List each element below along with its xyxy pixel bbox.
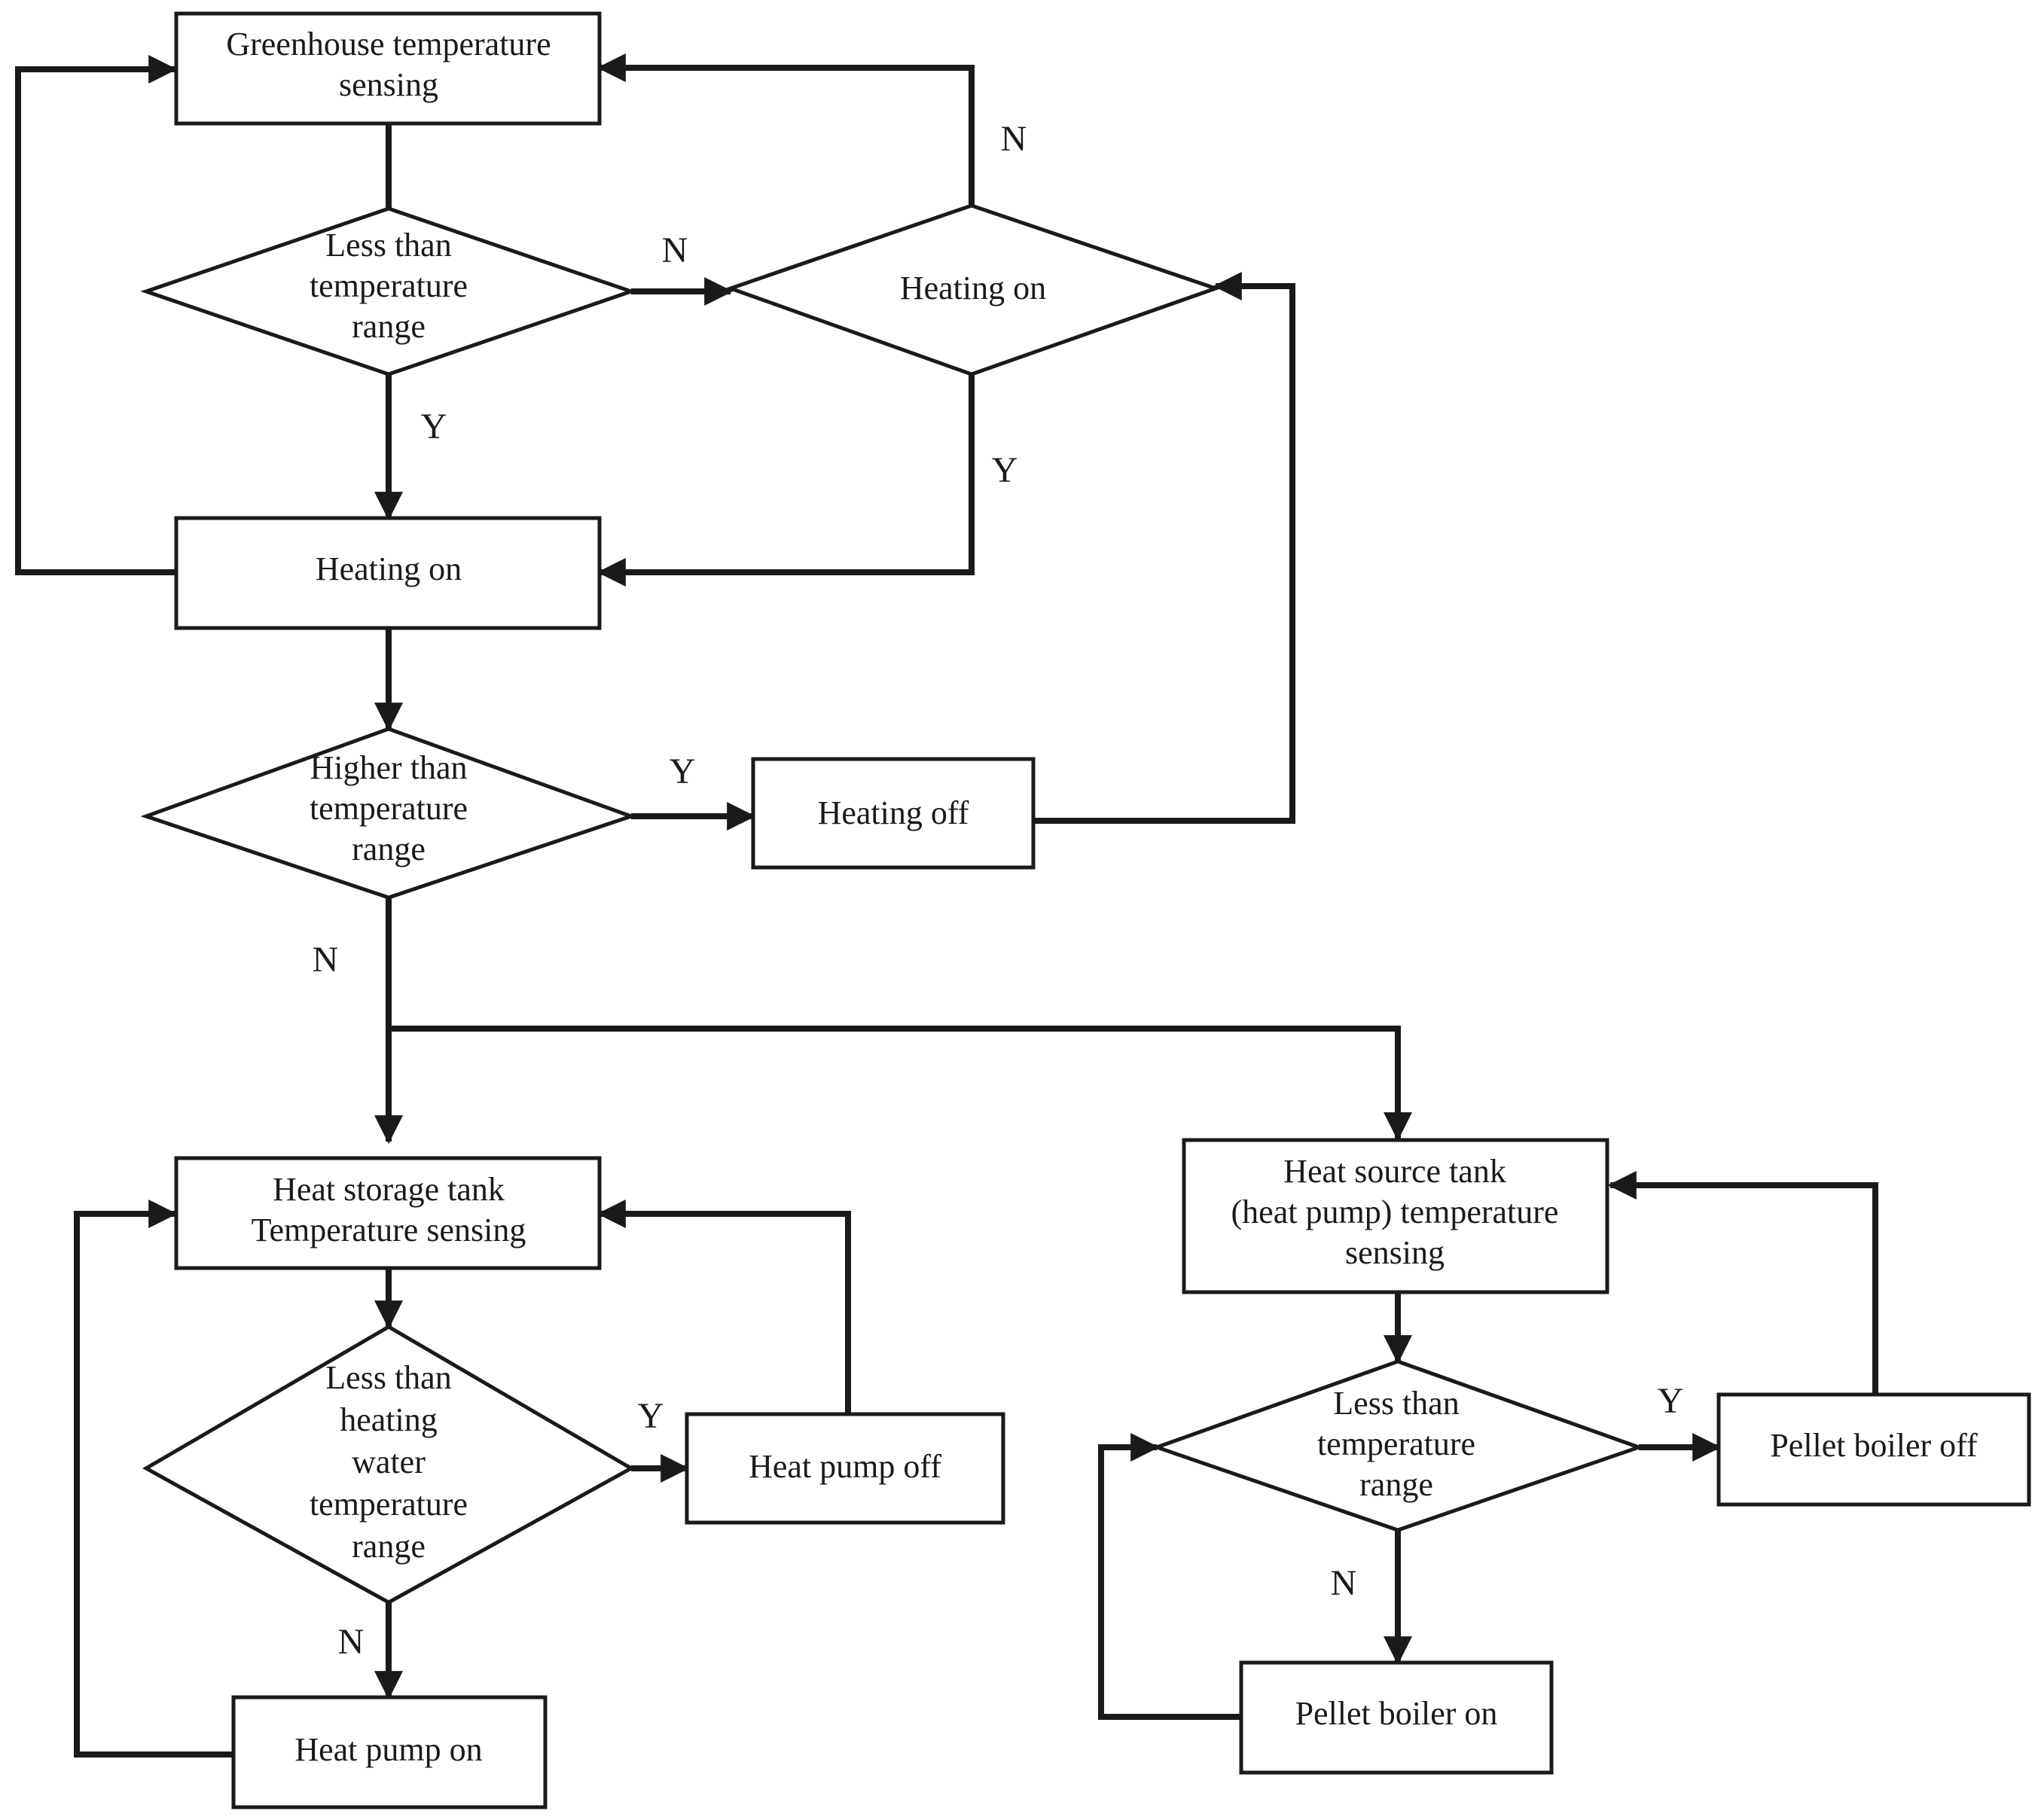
- connectors: [15, 53, 1878, 1758]
- edge-labels: N N Y Y Y N Y N Y N: [313, 119, 1684, 1662]
- diamond-less-than-heating-water: [142, 1325, 636, 1605]
- edge-heating-decision-no: [596, 53, 975, 206]
- edge-label-n-source: N: [1331, 1563, 1357, 1603]
- box-pellet-boiler-off: [1716, 1392, 2031, 1507]
- edge-branch-right: [389, 1026, 1412, 1142]
- box-heat-pump-on: [231, 1695, 548, 1809]
- edge-label-n-storage: N: [338, 1622, 365, 1662]
- edge-label-n-higher: N: [313, 940, 339, 980]
- label-heating-on-decision: Heating on: [900, 270, 1046, 306]
- label-pellet-boiler-off: Pellet boiler off: [1770, 1427, 1978, 1464]
- edge-pump-off-loop: [596, 1200, 851, 1414]
- box-greenhouse-sensing: [174, 11, 602, 126]
- diamond-less-than-range-1: [140, 206, 637, 376]
- diamond-less-than-range-2: [1151, 1359, 1645, 1532]
- edge-label-y-left: Y: [421, 407, 447, 447]
- edge-label-y-source: Y: [1658, 1381, 1684, 1421]
- diamond-heating-on: [725, 203, 1222, 376]
- edge-label-y-storage: Y: [638, 1396, 664, 1436]
- box-heating-off: [751, 757, 1036, 870]
- edge-heating-on-loop: [15, 55, 178, 575]
- box-heat-pump-off: [685, 1412, 1005, 1525]
- box-pellet-boiler-on: [1239, 1660, 1554, 1775]
- edge-boiler-on-loop: [1098, 1433, 1241, 1720]
- label-heating-on: Heating on: [316, 550, 462, 587]
- edge-label-n-mid: N: [662, 230, 688, 270]
- edge-pump-on-loop: [74, 1200, 233, 1758]
- edge-boiler-off-loop: [1607, 1171, 1878, 1395]
- box-heat-source-sensing: [1182, 1138, 1609, 1294]
- label-heating-off: Heating off: [818, 794, 969, 831]
- edge-label-y-right: Y: [992, 450, 1018, 490]
- label-heat-pump-off: Heat pump off: [749, 1448, 941, 1485]
- shapes: [140, 11, 2031, 1809]
- label-pellet-boiler-on: Pellet boiler on: [1295, 1695, 1498, 1732]
- diamond-higher-than-range: [140, 727, 637, 900]
- box-heating-on: [174, 516, 602, 630]
- box-heat-storage-sensing: [174, 1156, 602, 1270]
- edge-heating-off-loop: [1033, 272, 1295, 824]
- edge-label-y-higher: Y: [670, 751, 696, 791]
- edge-label-n-top: N: [1001, 119, 1027, 159]
- label-heat-pump-on: Heat pump on: [294, 1731, 482, 1768]
- edge-heating-decision-yes: [596, 374, 975, 587]
